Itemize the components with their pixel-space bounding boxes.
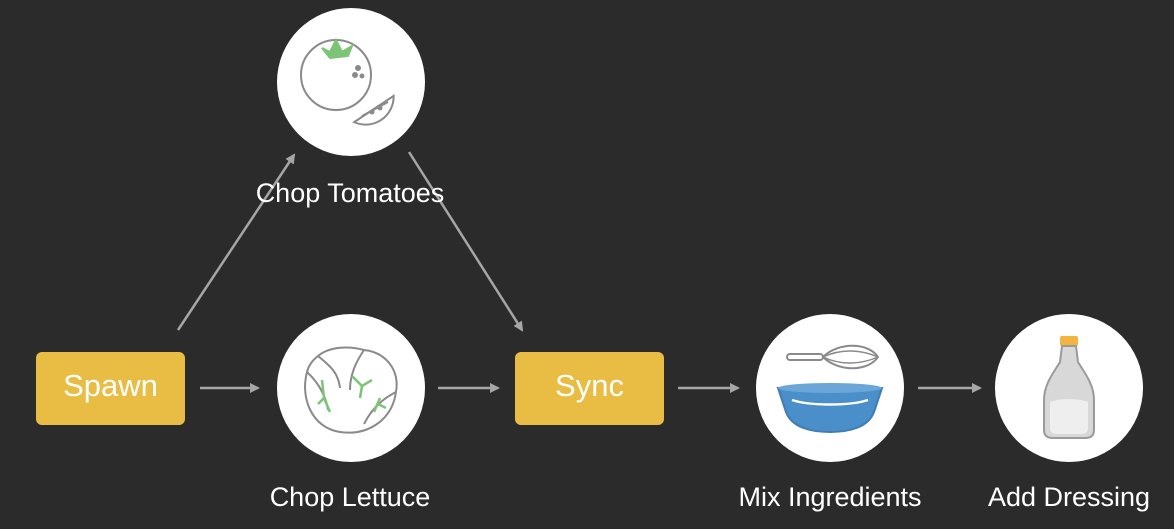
add-dressing-node — [995, 314, 1143, 462]
chop-tomatoes-label: Chop Tomatoes — [255, 178, 445, 208]
chop-lettuce-node — [277, 314, 425, 462]
edges — [176, 151, 982, 393]
sync-box — [515, 352, 664, 425]
lettuce-icon — [304, 346, 398, 434]
tomato-icon — [300, 37, 395, 126]
mix-ingredients-label: Mix Ingredients — [738, 482, 922, 512]
dressing-bottle-icon — [1043, 336, 1095, 439]
edge-chop-tomatoes-to-sync — [407, 151, 524, 332]
spawn-box — [36, 352, 185, 425]
add-dressing-label: Add Dressing — [987, 482, 1151, 512]
whisk-bowl-icon — [776, 344, 884, 434]
chop-tomatoes-node — [277, 8, 425, 156]
edge-spawn-to-chop-tomatoes — [176, 153, 296, 331]
sync-label: Sync — [555, 368, 624, 403]
spawn-label: Spawn — [63, 368, 158, 403]
chop-lettuce-label: Chop Lettuce — [269, 482, 431, 512]
mix-ingredients-node — [756, 314, 904, 462]
